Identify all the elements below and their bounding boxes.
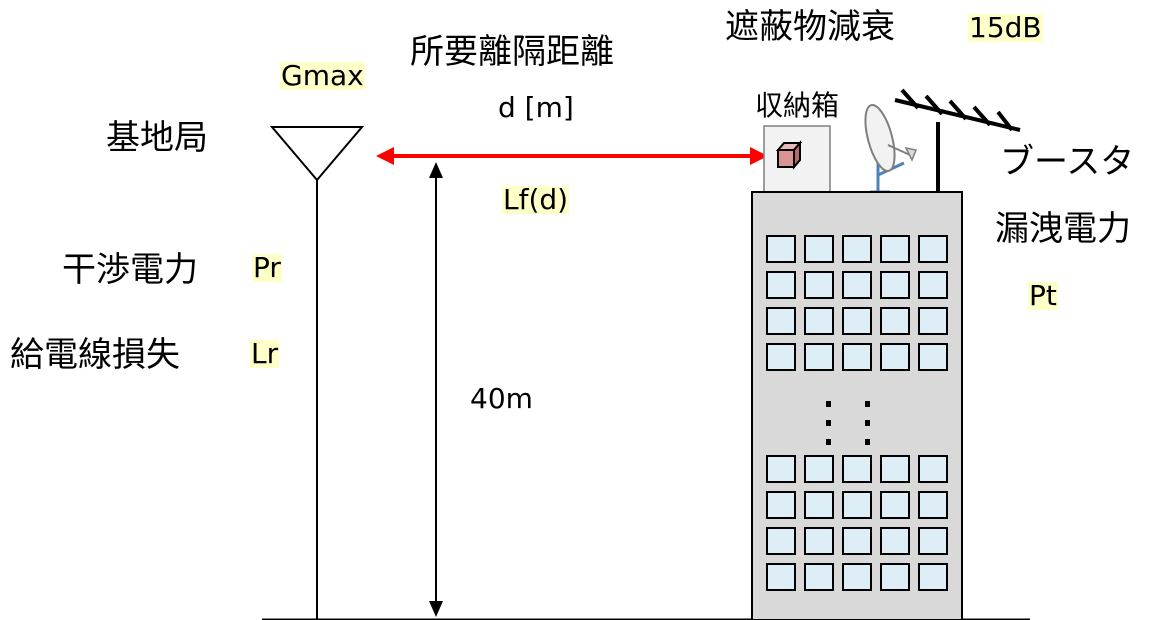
enclosure-box [763, 125, 831, 193]
feeder-loss-label: 給電線損失 [10, 335, 180, 375]
enclosure-label: 収納箱 [755, 89, 840, 122]
building-window [766, 271, 796, 299]
booster-label-line1: ブースタ [1000, 142, 1135, 182]
path-loss-label: Lf(d) [502, 183, 570, 216]
gmax-label: Gmax [280, 59, 365, 92]
building-window [766, 455, 796, 483]
distance-unit-label: d [m] [498, 91, 574, 124]
building-window [918, 455, 948, 483]
required-distance-label: 所要離隔距離 [410, 32, 614, 72]
building-window [880, 527, 910, 555]
building-window [842, 343, 872, 371]
building-window [804, 527, 834, 555]
building-window [766, 563, 796, 591]
interference-power-label: 干渉電力 [62, 250, 198, 290]
height-label: 40m [470, 382, 533, 415]
antenna-icon [269, 126, 365, 620]
building-window [842, 271, 872, 299]
base-station-label: 基地局 [106, 118, 208, 158]
dish-icon [864, 104, 918, 194]
building-window [918, 527, 948, 555]
building-window [880, 307, 910, 335]
building-window [804, 271, 834, 299]
building-window [842, 455, 872, 483]
building-window [766, 343, 796, 371]
box-icon [775, 140, 803, 170]
tv-antenna-icon [894, 88, 1021, 192]
building-window [918, 271, 948, 299]
building-window [880, 271, 910, 299]
building-window [804, 563, 834, 591]
building-window [842, 235, 872, 263]
building-window [918, 563, 948, 591]
height-arrow [429, 162, 443, 617]
building-icon [751, 191, 963, 620]
booster-label-line2: 漏洩電力 [995, 209, 1131, 249]
building-window [842, 563, 872, 591]
pr-label: Pr [252, 251, 282, 284]
building-window [766, 235, 796, 263]
building-window [766, 307, 796, 335]
ellipsis-dots [826, 401, 870, 445]
building-window [804, 455, 834, 483]
building-window [842, 307, 872, 335]
building-window [880, 491, 910, 519]
building-window [842, 527, 872, 555]
pt-label: Pt [1028, 279, 1058, 312]
shielding-value-label: 15dB [968, 11, 1043, 44]
shielding-loss-label: 遮蔽物減衰 [725, 7, 895, 47]
building-window [766, 527, 796, 555]
distance-arrow [376, 147, 768, 165]
building-window [804, 343, 834, 371]
building-window [804, 235, 834, 263]
building-window [880, 455, 910, 483]
building-window [804, 491, 834, 519]
building-window [766, 491, 796, 519]
building-window [918, 235, 948, 263]
building-window [880, 563, 910, 591]
building-window [804, 307, 834, 335]
building-window [918, 491, 948, 519]
building-window [880, 235, 910, 263]
building-window [842, 491, 872, 519]
building-window [918, 307, 948, 335]
building-window [918, 343, 948, 371]
lr-label: Lr [250, 337, 280, 370]
building-window [880, 343, 910, 371]
